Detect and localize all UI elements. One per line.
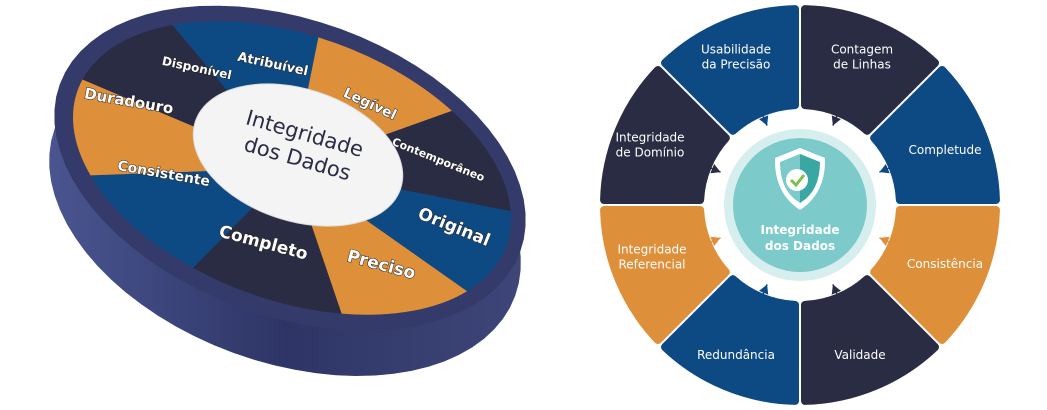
arrowhead-icon: [831, 284, 841, 295]
ring-segment: [800, 5, 940, 135]
ring-segment: [870, 205, 1000, 345]
ring-segment-label: da Precisão: [702, 58, 771, 72]
arrowhead-icon: [879, 236, 890, 246]
ring-segment-label: Completude: [908, 143, 981, 157]
ring-segment-label: de Domínio: [616, 146, 685, 160]
ring-segment-label: Usabilidade: [701, 43, 771, 57]
wheel-center: [192, 83, 404, 227]
ring-segment-label: de Linhas: [833, 58, 891, 72]
wheel-segment: [292, 110, 511, 212]
shield-check-icon: [774, 148, 826, 210]
arrowhead-icon: [759, 284, 769, 295]
ring-segment: [600, 65, 730, 205]
ring-segment: [870, 65, 1000, 205]
ring-segment-label: Consistência: [907, 257, 983, 271]
ring-segment-label: Referencial: [618, 258, 685, 272]
ring-center-line-2: dos Dados: [765, 239, 835, 253]
ring-segment-label: Redundância: [697, 348, 775, 362]
ring-segment: [660, 5, 800, 135]
arrowhead-icon: [831, 115, 841, 126]
ring-segment-label: Integridade: [615, 131, 684, 145]
ring-segment-label: Validade: [834, 348, 885, 362]
ring-segment-label: Integridade: [617, 243, 686, 257]
ring-center-line-1: Integridade: [761, 223, 840, 237]
arrowhead-icon: [879, 164, 890, 174]
arrowhead-icon: [710, 164, 721, 174]
arrowhead-icon: [759, 115, 769, 126]
arrowhead-icon: [710, 236, 721, 246]
data-integrity-wheel: Integridade dos Dados AtribuívelLegívelC…: [49, 5, 526, 376]
ring-segment: [660, 275, 800, 405]
ring-segment: [800, 275, 940, 405]
ring-segment-label: Contagem: [831, 43, 893, 57]
ring-segment: [600, 205, 730, 345]
